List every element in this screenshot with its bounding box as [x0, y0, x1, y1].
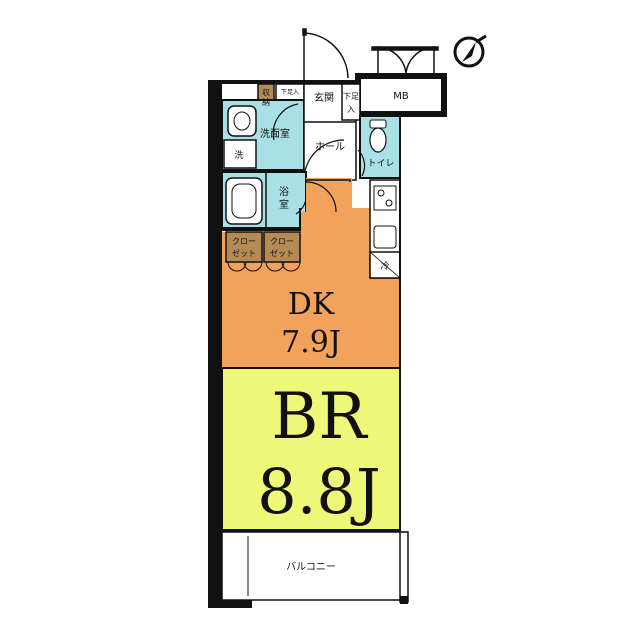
sink-icon [373, 225, 397, 249]
balcony-area [221, 531, 407, 601]
entrance-door-swing [302, 28, 349, 80]
closet-2-label-a: クロー [270, 237, 294, 246]
br-area [221, 367, 401, 531]
storage-label-b: 納 [262, 97, 270, 107]
shoe-box-right-label-b: 入 [347, 105, 355, 114]
closet-2 [263, 231, 301, 263]
mb-door-swing [371, 46, 439, 78]
mb-label: MB [393, 91, 409, 102]
dk-name: DK [288, 287, 335, 322]
shoe-box-left-label: 下足入 [281, 89, 299, 96]
stove-icon [373, 185, 397, 211]
closet-1-label-b: ゼット [232, 248, 256, 258]
hall-label: ホール [315, 141, 345, 153]
br-size: 8.8J [257, 455, 380, 528]
washbasin [227, 105, 257, 137]
washroom-label: 洗面室 [260, 127, 290, 140]
entrance-label: 玄関 [314, 91, 334, 104]
bathtub [225, 177, 263, 225]
compass-icon [453, 34, 487, 68]
bath-label-b: 室 [279, 198, 289, 211]
bath-label-a: 浴 [279, 186, 289, 198]
toilet-bowl [369, 127, 387, 153]
closet-1-label-a: クロー [232, 237, 256, 246]
outer-wall-bottom-left [208, 600, 252, 608]
toilet-label: トイレ [367, 159, 394, 169]
storage-label-a: 収 [262, 87, 270, 97]
dk-size: 7.9J [281, 325, 341, 360]
shoe-box-right-label-a: 下足 [343, 92, 359, 101]
shoe-box-right [341, 83, 361, 121]
washing-machine-place [223, 139, 257, 169]
br-name: BR [271, 380, 368, 454]
outer-wall-top [208, 80, 358, 84]
closet-2-label-b: ゼット [270, 248, 294, 258]
wash-label: 洗 [234, 149, 243, 161]
outer-wall-left [208, 83, 222, 608]
balcony-label: バルコニー [286, 561, 336, 573]
fridge-label: 冷 [380, 260, 389, 272]
